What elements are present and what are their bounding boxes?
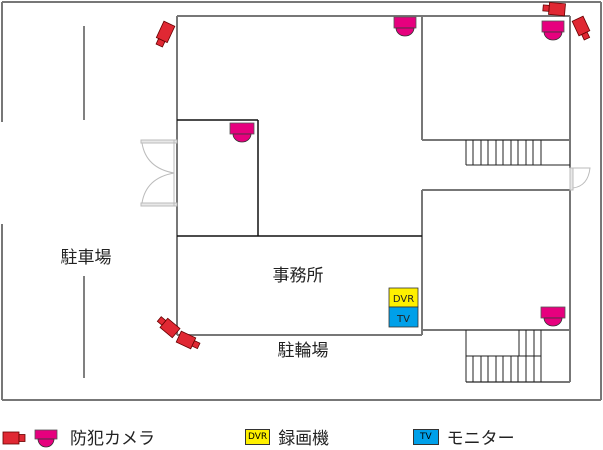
office-label: 事務所 xyxy=(273,266,324,286)
building-walls xyxy=(176,15,571,383)
parking-label: 駐車場 xyxy=(61,248,112,268)
dome-camera-top-right[interactable] xyxy=(541,20,565,41)
entrance-double-door[interactable] xyxy=(140,139,178,207)
stairs-lower xyxy=(465,330,542,382)
stairs-upper xyxy=(465,140,570,166)
legend-monitor: TV モニター xyxy=(413,424,515,449)
legend-camera-icons xyxy=(2,429,58,447)
dome-camera-entrance-room[interactable] xyxy=(229,122,255,143)
box-camera-top-left[interactable] xyxy=(154,20,176,48)
legend-dvr-badge: DVR xyxy=(245,428,271,445)
legend-dvr: DVR 録画機 xyxy=(245,424,329,449)
side-door[interactable] xyxy=(569,167,591,191)
box-camera-bottom-left-b[interactable] xyxy=(175,330,201,351)
dvr-device[interactable]: DVR xyxy=(388,287,419,308)
legend-camera-text: 防犯カメラ xyxy=(70,429,155,449)
inner-walls xyxy=(177,119,422,237)
box-camera-top-right-a[interactable] xyxy=(542,1,566,17)
box-camera-bottom-left-a[interactable] xyxy=(155,314,181,339)
dome-camera-icon xyxy=(34,429,58,447)
dvr-label: DVR xyxy=(393,294,414,305)
legend: 防犯カメラ DVR 録画機 TV モニター xyxy=(0,420,603,450)
legend-dvr-text: 録画機 xyxy=(278,429,330,449)
box-camera-top-right-b[interactable] xyxy=(571,15,592,41)
tv-label: TV xyxy=(396,314,410,325)
legend-tv-badge: TV xyxy=(413,428,439,445)
tv-device[interactable]: TV xyxy=(388,306,419,328)
site-boundary xyxy=(1,1,602,401)
dome-camera-top[interactable] xyxy=(393,16,417,37)
bicycle-parking-label: 駐輪場 xyxy=(278,341,329,361)
legend-camera: 防犯カメラ xyxy=(2,424,155,449)
box-camera-icon xyxy=(2,431,26,444)
floor-plan: DVR TV 駐車場 事務所 駐輪場 xyxy=(1,1,602,401)
dome-camera-lower-right[interactable] xyxy=(540,306,566,327)
legend-monitor-text: モニター xyxy=(446,429,515,449)
